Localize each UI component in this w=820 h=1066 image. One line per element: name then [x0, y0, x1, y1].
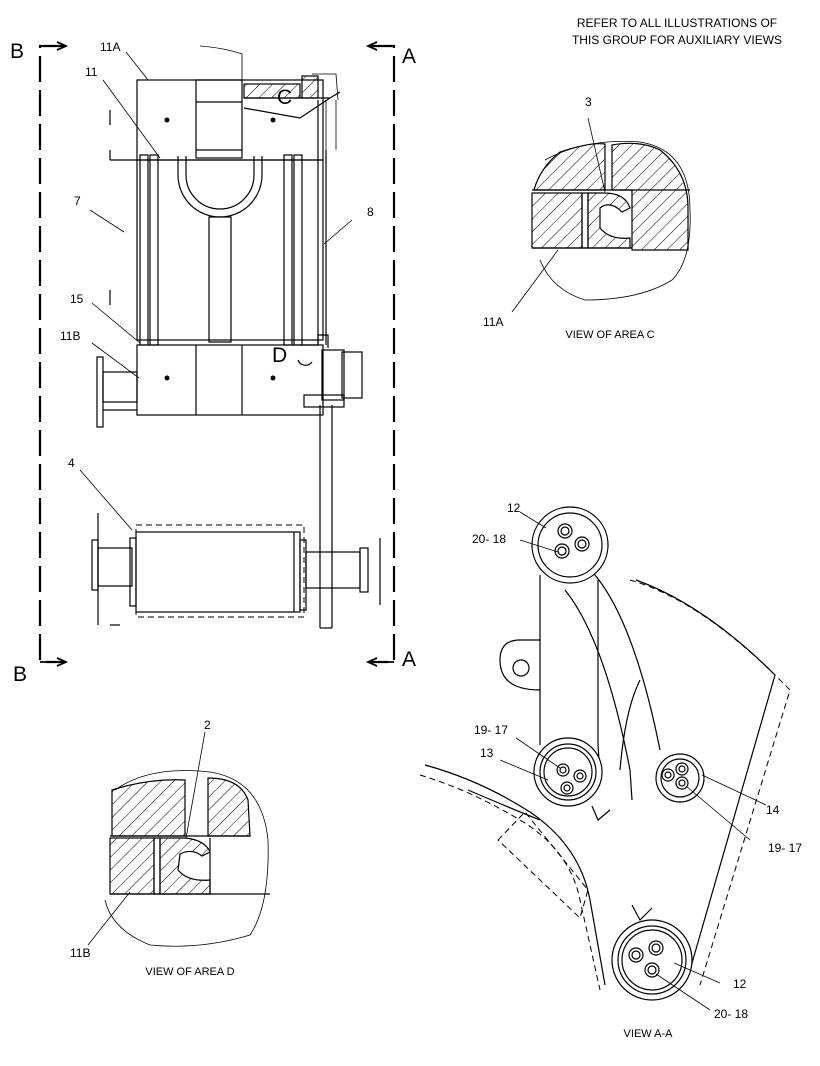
- view-a-a: [419, 506, 791, 1011]
- label-7-main: 7: [74, 194, 81, 208]
- view-of-area-c: [511, 117, 691, 313]
- label-12-bottom-view-aa: 12: [733, 977, 747, 991]
- note-line-1: REFER TO ALL ILLUSTRATIONS OF: [577, 16, 777, 30]
- section-bracket-a: [365, 41, 396, 667]
- label-3-view-c: 3: [585, 95, 592, 109]
- view-d-caption: VIEW OF AREA D: [145, 966, 234, 978]
- section-mark-b-top: B: [10, 40, 24, 63]
- note-line-2: THIS GROUP FOR AUXILIARY VIEWS: [572, 33, 782, 47]
- section-mark-a-bottom: A: [402, 648, 416, 671]
- view-of-area-d: [87, 731, 270, 947]
- section-bracket-b: [38, 41, 69, 667]
- main-view-leaders: [79, 51, 353, 531]
- label-2-view-d: 2: [204, 718, 211, 732]
- label-11b-main: 11B: [60, 329, 80, 343]
- section-mark-b-bottom: B: [13, 663, 27, 686]
- label-19-17-right-view-aa: 19- 17: [768, 841, 802, 855]
- area-letter-c: C: [277, 86, 292, 109]
- label-20-18-bottom-view-aa: 20- 18: [714, 1007, 748, 1021]
- section-mark-a-top: A: [402, 45, 416, 68]
- label-15-main: 15: [70, 292, 84, 306]
- label-11-main: 11: [85, 65, 98, 79]
- label-19-17-left-view-aa: 19- 17: [474, 723, 508, 737]
- label-11a-view-c: 11A: [483, 315, 503, 329]
- view-c-caption: VIEW OF AREA C: [565, 329, 654, 341]
- label-13-view-aa: 13: [480, 746, 494, 760]
- main-assembly-view: [91, 45, 381, 629]
- label-20-18-top-view-aa: 20- 18: [472, 532, 506, 546]
- label-12-top-view-aa: 12: [507, 501, 521, 515]
- area-letter-d: D: [272, 344, 287, 367]
- view-aa-caption: VIEW A-A: [624, 1028, 674, 1040]
- label-14-view-aa: 14: [766, 803, 780, 817]
- label-8-main: 8: [367, 205, 374, 219]
- label-11a-main: 11A: [100, 40, 120, 54]
- label-11b-view-d: 11B: [70, 946, 90, 960]
- label-4-main: 4: [68, 456, 75, 470]
